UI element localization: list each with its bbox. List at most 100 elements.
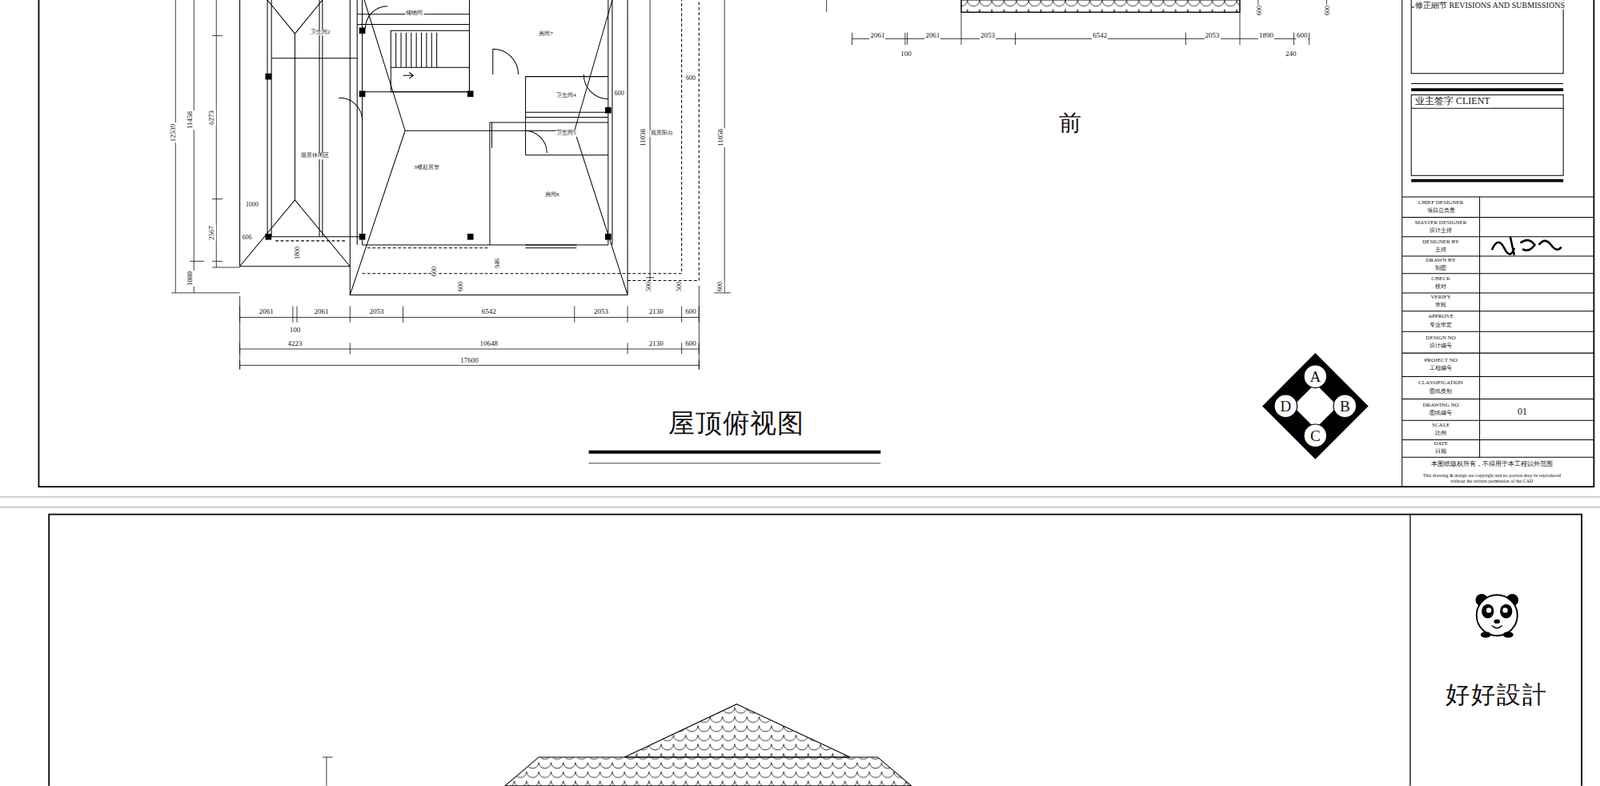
dimension-text: 600 <box>1323 4 1332 17</box>
roof-elevation-part <box>505 757 911 786</box>
room-name: 观景阳台 <box>649 130 674 137</box>
sheet-frame-part <box>38 0 1594 487</box>
title-underline-part <box>589 462 882 464</box>
roof-plan <box>240 0 700 295</box>
roof-plan-part <box>390 32 470 79</box>
title-block-field: 审核 <box>1434 303 1448 310</box>
title-block-field: DRAWING NO <box>1422 402 1460 410</box>
circle-shape <box>1303 364 1328 389</box>
title-block-field: PROJECT NO <box>1423 357 1458 365</box>
panda-logo-part <box>1486 607 1492 613</box>
title-block-field: VERIFY <box>1429 294 1452 301</box>
title-block-field: DRAWN BY <box>1424 257 1456 265</box>
dimension-lines-part <box>240 305 700 322</box>
panda-logo-part <box>1481 604 1494 619</box>
compass-letter-circle: B <box>1332 393 1358 419</box>
orientation-compass-part <box>1262 352 1369 460</box>
panda-logo-part <box>1499 604 1512 619</box>
title-underline-part <box>589 450 882 454</box>
sheet-frame-part <box>0 497 1600 508</box>
title-block-field: 日期 <box>1434 449 1448 457</box>
panda-logo <box>1475 593 1520 638</box>
drawing-number: 01 <box>1516 406 1528 418</box>
circle-shape <box>1303 424 1328 448</box>
dimension-text: 100 <box>899 50 913 59</box>
dimension-text: 4223 <box>286 340 303 349</box>
dimension-lines-part <box>645 0 731 293</box>
front-elevation-part <box>826 0 1328 45</box>
dimension-lines-part <box>240 342 700 354</box>
compass-letter-circle: D <box>1273 393 1299 419</box>
title-block-part <box>1411 7 1564 85</box>
dimension-text: 2130 <box>648 308 665 317</box>
compass-letter-circle: C <box>1303 423 1328 449</box>
title-block-part <box>1411 95 1564 177</box>
title-block-field: SCALE <box>1431 422 1451 430</box>
sheet-frame-part <box>48 514 1582 786</box>
panda-logo-part <box>1491 625 1503 629</box>
title-block-field: 设计编号 <box>1428 343 1453 350</box>
dimension-text: 600 <box>613 90 626 98</box>
box-heading: 修正細节 REVISIONS AND SUBMISSIONS <box>1414 0 1566 10</box>
title-block-field: 项目总负责 <box>1426 208 1456 215</box>
room-name: 储物间 <box>405 10 424 17</box>
front-elevation-part <box>961 0 1240 13</box>
title-block-field: MASTER DESIGNER <box>1414 220 1468 227</box>
title-block-field: DESIGNER BY <box>1421 239 1460 246</box>
copyright-note: 本图纸版权所有，不得用于本工程以外范围 <box>1430 461 1554 469</box>
room-name: 观景休闲区 <box>300 152 330 160</box>
view-label: 前 <box>1058 111 1083 137</box>
title-block-field: 制图 <box>1434 265 1448 273</box>
title-block-field: 图纸编号 <box>1428 410 1453 418</box>
orientation-compass-part <box>1292 383 1338 429</box>
dimension-lines-part <box>171 0 240 293</box>
room-name: 房间8 <box>544 192 561 199</box>
dimension-text: 12539 <box>169 122 178 143</box>
room-name: 卫生间4 <box>555 92 578 100</box>
dimension-text: 17600 <box>459 356 480 365</box>
roof-elevation-part <box>624 704 851 758</box>
room-name: 3楼起居室 <box>413 165 441 173</box>
title-block-field: DATE <box>1432 441 1449 448</box>
panda-logo-part <box>1480 631 1492 638</box>
roof-plan-part-part <box>359 233 366 241</box>
dimension-text: 1080 <box>186 270 195 287</box>
title-block-part <box>1491 236 1562 256</box>
title-block-part <box>1411 108 1564 109</box>
dimension-text: 2053 <box>368 308 385 317</box>
dimension-text: 2053 <box>593 308 610 317</box>
title-block-field: 工程编号 <box>1428 365 1453 373</box>
dimension-text: 11058 <box>717 128 726 148</box>
roof-plan-part <box>275 0 699 281</box>
title-block-field: CHECK <box>1430 276 1452 283</box>
dimension-text: 2061 <box>258 308 275 317</box>
roof-elevation <box>322 704 912 786</box>
panda-logo-part <box>1503 631 1514 638</box>
roof-plan-part-part <box>359 90 366 97</box>
compass-letter: C <box>1303 423 1328 449</box>
title-block-part <box>1402 196 1595 458</box>
dimension-text: 606 <box>241 234 253 242</box>
panda-logo-part <box>1476 594 1518 636</box>
dimension-text: 11458 <box>186 110 195 130</box>
panda-logo-part <box>1502 607 1508 613</box>
dimension-text: 100 <box>288 326 302 335</box>
title-block-field: APPROVE <box>1427 314 1455 321</box>
dimension-text: 11038 <box>639 128 648 148</box>
dimension-text: 600 <box>431 265 439 277</box>
roof-plan-part-part <box>605 107 612 114</box>
title-block-field: CHIEF DESIGNER <box>1417 200 1465 207</box>
dimension-text: 946 <box>494 257 502 269</box>
title-block-field: 图纸类别 <box>1428 388 1453 396</box>
dimension-text: 2130 <box>648 340 665 349</box>
dimension-lines-part <box>240 285 700 370</box>
roof-plan-part <box>271 0 613 245</box>
room-name: 卫生间2 <box>309 29 332 37</box>
compass-letter: A <box>1303 364 1328 389</box>
dimension-text: 600 <box>1295 32 1309 41</box>
circle-shape <box>1274 394 1298 418</box>
front-elevation <box>826 0 1328 45</box>
roof-elevation-part <box>322 757 333 786</box>
roof-plan-part <box>240 0 351 267</box>
